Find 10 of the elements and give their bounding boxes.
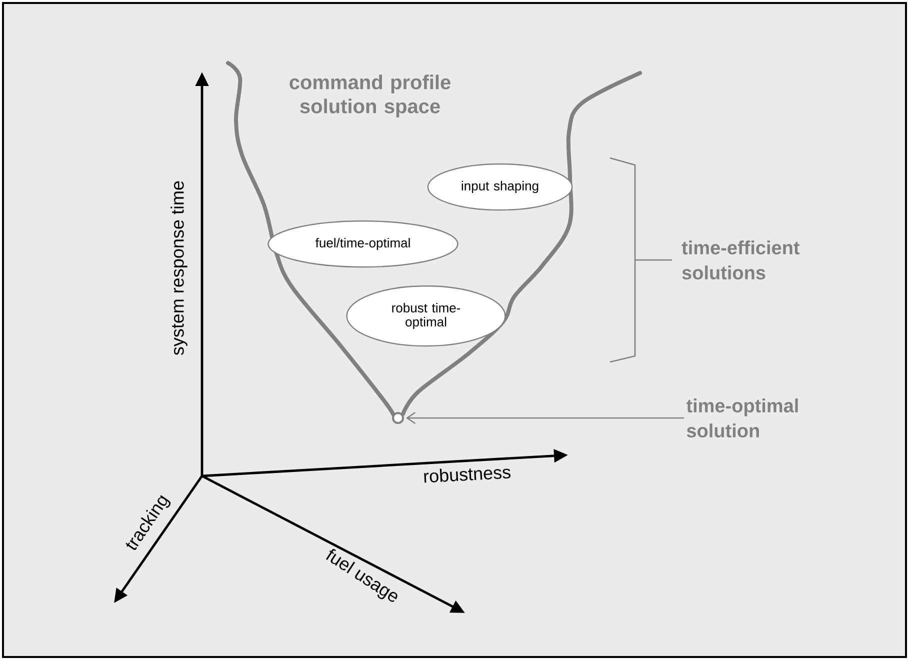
solution-blob: input shaping — [427, 163, 573, 211]
pointer-arrow — [406, 412, 684, 424]
bracket-label: time-efficient solutions — [682, 240, 800, 280]
solution-blob: robust time-optimal — [346, 285, 506, 347]
heading: command profile solution space — [290, 74, 450, 118]
axis-label: robustness — [424, 468, 511, 483]
solution-blob: fuel/time-optimal — [268, 220, 458, 268]
solution-point — [392, 412, 404, 424]
callout-text: time-optimal solution — [686, 398, 798, 438]
axis-label: system response time — [170, 181, 188, 356]
